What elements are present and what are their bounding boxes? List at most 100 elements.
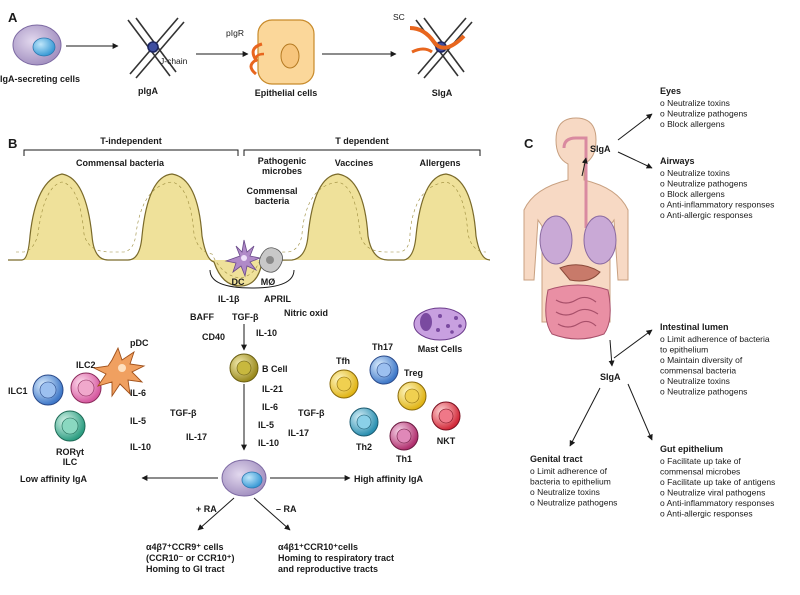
dc-mo-brace bbox=[209, 269, 295, 289]
allergens-label: Allergens bbox=[419, 158, 460, 168]
gut-item: o Neutralize viral pathogens bbox=[660, 488, 765, 498]
nkt-label: NKT bbox=[437, 436, 456, 446]
sc-label: SC bbox=[393, 12, 405, 22]
dc-label: DC bbox=[232, 277, 245, 287]
t-independent-bracket bbox=[23, 149, 239, 156]
ilc1-icon bbox=[32, 374, 64, 406]
intestinal-item: o Neutralize pathogens bbox=[660, 387, 747, 397]
high-affinity-label: High affinity IgA bbox=[354, 474, 423, 484]
j-chain-label: J-chain bbox=[160, 56, 188, 66]
piga-molecule-icon bbox=[127, 17, 185, 79]
cd40-label: CD40 bbox=[202, 332, 225, 342]
arrow-minus-ra bbox=[253, 497, 291, 531]
human-body-icon bbox=[523, 117, 629, 340]
mast-cells-label: Mast Cells bbox=[418, 344, 463, 354]
minus-ra-label: – RA bbox=[276, 504, 297, 514]
pathogenic-label-1: Pathogenic bbox=[258, 156, 307, 166]
airways-item: o Anti-allergic responses bbox=[660, 210, 753, 220]
baff-label: BAFF bbox=[190, 312, 214, 322]
piga-label: pIgA bbox=[138, 86, 158, 96]
gut-item: o Facilitate up take of antigens bbox=[660, 477, 775, 487]
gut-item: o Anti-inflammatory responses bbox=[660, 498, 774, 508]
nitric-label: Nitric oxid bbox=[284, 308, 328, 318]
il10-top-label: IL-10 bbox=[256, 328, 277, 338]
pathogenic-label-2: microbes bbox=[262, 166, 302, 176]
intestinal-villi bbox=[8, 173, 491, 287]
macrophage-icon bbox=[259, 247, 283, 273]
commensal2-label-2: bacteria bbox=[255, 196, 291, 206]
right-cytokine-4: IL-17 bbox=[288, 428, 309, 438]
arrow-to-gut bbox=[627, 383, 653, 441]
eyes-item: o Block allergens bbox=[660, 119, 725, 129]
airways-title: Airways bbox=[660, 156, 695, 166]
right-cytokine-5: IL-10 bbox=[258, 438, 279, 448]
airways-item: o Block allergens bbox=[660, 189, 725, 199]
airways-item: o Neutralize pathogens bbox=[660, 179, 747, 189]
siga-top-label: SIgA bbox=[590, 144, 611, 154]
intestinal-item: to epithelium bbox=[660, 345, 708, 355]
arrow-to-airways bbox=[617, 151, 653, 169]
left-cytokine-2: IL-5 bbox=[130, 416, 146, 426]
th17-label: Th17 bbox=[372, 342, 393, 352]
panel-a-letter: A bbox=[8, 10, 18, 25]
right-cytokine-3: IL-5 bbox=[258, 420, 274, 430]
intestinal-title: Intestinal lumen bbox=[660, 322, 729, 332]
treg-icon bbox=[397, 381, 427, 411]
intestinal-item: o Maintain diversity of bbox=[660, 355, 743, 365]
epithelial-cell-icon bbox=[249, 19, 315, 85]
epithelial-cells-label: Epithelial cells bbox=[255, 88, 318, 98]
gut-item: o Facilitate up take of bbox=[660, 456, 741, 466]
ilc1-label: ILC1 bbox=[8, 386, 28, 396]
arrow-body-to-siga-mid bbox=[608, 339, 615, 367]
siga-label: SIgA bbox=[432, 88, 453, 98]
panel-b-letter: B bbox=[8, 136, 17, 151]
plus-ra-label: + RA bbox=[196, 504, 217, 514]
intestinal-item: o Neutralize toxins bbox=[660, 376, 730, 386]
genital-item: o Limit adherence of bbox=[530, 466, 608, 476]
intestinal-list: o Limit adherence of bacteria to epithel… bbox=[660, 334, 770, 397]
arrow-to-intestinal bbox=[613, 329, 653, 359]
pdc-icon bbox=[92, 346, 146, 398]
tfh-icon bbox=[329, 369, 359, 399]
commensal2-label-1: Commensal bbox=[246, 186, 297, 196]
genital-item: o Neutralize toxins bbox=[530, 487, 600, 497]
low-affinity-label: Low affinity IgA bbox=[20, 474, 87, 484]
eyes-title: Eyes bbox=[660, 86, 681, 96]
siga-mid-label: SIgA bbox=[600, 372, 621, 382]
mast-cell-icon bbox=[413, 307, 467, 341]
genital-list: o Limit adherence of bacteria to epithel… bbox=[530, 466, 617, 508]
plasma-cell-icon bbox=[221, 459, 267, 497]
t-dependent-label: T dependent bbox=[335, 136, 389, 146]
th17-icon bbox=[369, 355, 399, 385]
iga-secreting-cells-label: IgA-secreting cells bbox=[0, 74, 80, 84]
iga-secreting-cell-icon bbox=[12, 24, 62, 66]
arrow-to-eyes bbox=[617, 113, 653, 141]
tgfb-top-label: TGF-β bbox=[232, 312, 259, 322]
gut-item: o Anti-allergic responses bbox=[660, 509, 753, 519]
left-outcome-3: Homing to GI tract bbox=[146, 564, 225, 574]
genital-item: o Neutralize pathogens bbox=[530, 498, 617, 508]
gut-list: o Facilitate up take of commensal microb… bbox=[660, 456, 775, 519]
t-dependent-bracket bbox=[243, 149, 481, 156]
eyes-item: o Neutralize toxins bbox=[660, 98, 730, 108]
left-cytokine-4: IL-10 bbox=[130, 442, 151, 452]
tfh-label: Tfh bbox=[336, 356, 350, 366]
arrow-to-genital bbox=[569, 387, 601, 447]
airways-item: o Neutralize toxins bbox=[660, 168, 730, 178]
airways-item: o Anti-inflammatory responses bbox=[660, 200, 774, 210]
il1b-label: IL-1β bbox=[218, 294, 240, 304]
april-label: APRIL bbox=[264, 294, 292, 304]
left-cytokine-1: TGF-β bbox=[170, 408, 197, 418]
eyes-item: o Neutralize pathogens bbox=[660, 109, 747, 119]
left-cytokine-3: IL-17 bbox=[186, 432, 207, 442]
panel-c-letter: C bbox=[524, 136, 534, 151]
right-outcome-1: α4β1⁺CCR10⁺cells bbox=[278, 542, 358, 552]
gut-item: commensal microbes bbox=[660, 467, 740, 477]
th2-label: Th2 bbox=[356, 442, 372, 452]
dc-cell-icon bbox=[224, 239, 262, 278]
vaccines-label: Vaccines bbox=[335, 158, 374, 168]
